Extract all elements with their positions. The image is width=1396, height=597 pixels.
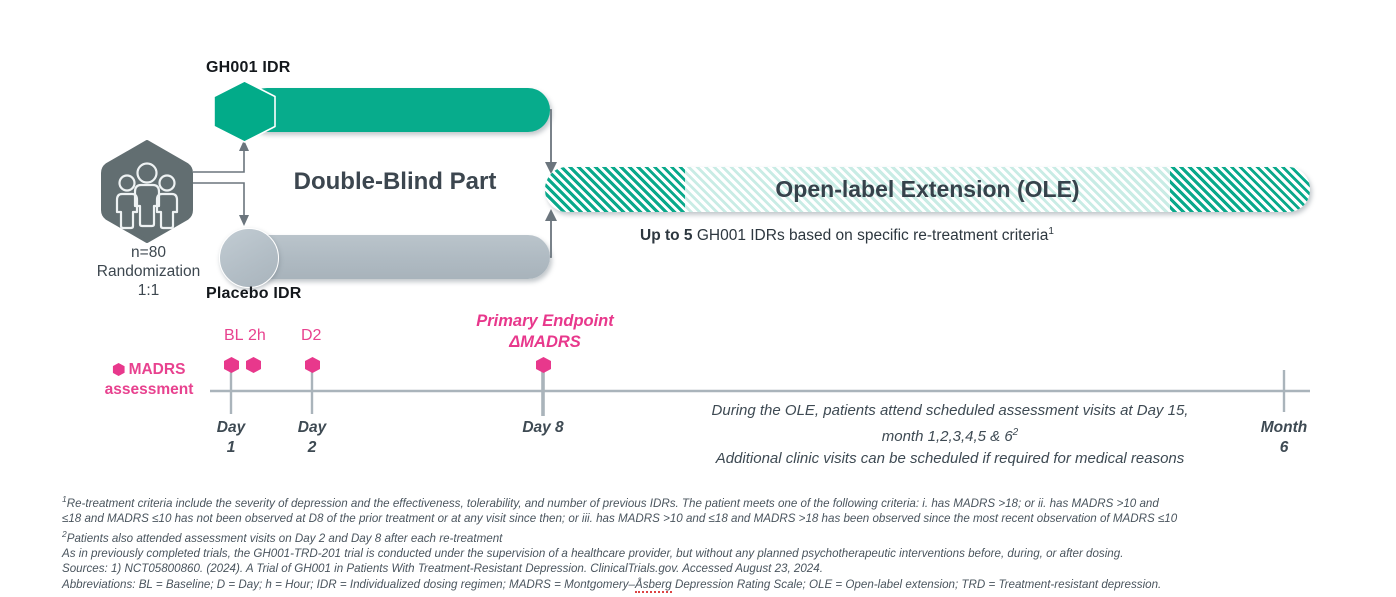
madrs-assessment-legend: MADRS assessment (78, 360, 220, 400)
gh001-dose-hexagon (212, 80, 277, 143)
footnote-2-line: 2Patients also attended assessment visit… (62, 527, 1382, 546)
primary-endpoint-line2: ΔMADRS (509, 333, 581, 351)
ole-subtitle-rest: GH001 IDRs based on specific re-treatmen… (692, 227, 1049, 245)
assessment-dot-d2 (305, 357, 320, 373)
assessment-dot-bl (224, 357, 239, 373)
footnote-abbrev-name: Åsberg (635, 577, 672, 593)
axis-tick-month6-line2: 6 (1279, 439, 1289, 456)
madrs-legend-line2: assessment (104, 381, 194, 398)
footnote-1-line1: 1Re-treatment criteria include the sever… (62, 492, 1382, 511)
ole-subtitle: Up to 5 GH001 IDRs based on specific re-… (640, 226, 1054, 245)
footnote-1-marker: 1 (62, 494, 67, 504)
footnote-abbrev-post: Depression Rating Scale; OLE = Open-labe… (671, 577, 1162, 591)
axis-tick-day2-line1: Day (297, 419, 327, 436)
footnote-1-line2: ≤18 and MADRS ≤10 has not been observed … (62, 512, 1178, 526)
randomization-hexagon (101, 140, 193, 243)
madrs-legend-dot-icon (112, 363, 125, 376)
ole-bar-fade (685, 167, 1170, 212)
primary-endpoint-label: Primary Endpoint ΔMADRS (455, 311, 635, 353)
axis-tick-day2-line2: 2 (307, 439, 317, 456)
axis-tick-day1-line1: Day (216, 419, 246, 436)
randomization-n: n=80 (131, 244, 166, 261)
assessment-label-2h: 2h (248, 327, 266, 344)
ole-visits-note-line3: Additional clinic visits can be schedule… (715, 450, 1185, 467)
primary-endpoint-line1: Primary Endpoint (476, 312, 614, 330)
axis-tick-month6: Month 6 (1239, 418, 1329, 458)
ole-visits-note-footnote-ref: 2 (1012, 427, 1019, 438)
ole-visits-note: During the OLE, patients attend schedule… (600, 400, 1300, 470)
ole-visits-note-line2: month 1,2,3,4,5 & 62 (600, 422, 1300, 448)
footnotes-block: 1Re-treatment criteria include the sever… (62, 492, 1382, 593)
madrs-legend-line1: MADRS (128, 361, 186, 378)
placebo-arm-label: Placebo IDR (206, 285, 302, 302)
open-label-extension-bar: Open-label Extension (OLE) (545, 167, 1310, 212)
footnote-sources-line: Sources: 1) NCT05800860. (2024). A Trial… (62, 562, 823, 576)
ole-visits-note-line2-text: month 1,2,3,4,5 & 6 (881, 428, 1013, 445)
footnote-1-text1: Re-treatment criteria include the severi… (66, 496, 1159, 510)
gh001-arm-label: GH001 IDR (206, 59, 291, 76)
assessment-label-d2: D2 (301, 327, 322, 344)
axis-tick-day1: Day 1 (191, 418, 271, 458)
gh001-arm-bar (245, 88, 550, 132)
assessment-dot-primary-endpoint (536, 357, 551, 373)
ole-visits-note-line1: During the OLE, patients attend schedule… (711, 402, 1189, 419)
ole-subtitle-footnote-ref: 1 (1048, 226, 1054, 237)
assessment-label-bl: BL (224, 327, 244, 344)
randomization-word: Randomization (96, 263, 201, 280)
axis-tick-day8: Day 8 (498, 418, 588, 438)
axis-tick-day1-line2: 1 (226, 439, 236, 456)
axis-tick-month6-line1: Month (1260, 419, 1308, 436)
people-group-icon (101, 140, 193, 243)
footnote-abbreviations-line: Abbreviations: BL = Baseline; D = Day; h… (62, 577, 1382, 593)
ole-subtitle-bold: Up to 5 (640, 227, 693, 245)
footnote-2-text: Patients also attended assessment visits… (66, 531, 503, 545)
ole-title: Open-label Extension (OLE) (775, 176, 1080, 202)
footnote-2-marker: 2 (62, 528, 67, 539)
footnote-abbrev-pre: Abbreviations: BL = Baseline; D = Day; h… (62, 577, 635, 591)
axis-tick-day8-line1: Day 8 (522, 419, 564, 436)
footnote-note-line: As in previously completed trials, the G… (62, 546, 1124, 560)
randomization-caption: n=80 Randomization 1:1 (76, 243, 221, 300)
assessment-dot-2h (246, 357, 261, 373)
axis-tick-day2: Day 2 (272, 418, 352, 458)
double-blind-title: Double-Blind Part (293, 168, 497, 195)
placebo-arm-bar (245, 235, 550, 279)
randomization-ratio: 1:1 (137, 282, 160, 299)
placebo-dose-circle (219, 228, 279, 288)
